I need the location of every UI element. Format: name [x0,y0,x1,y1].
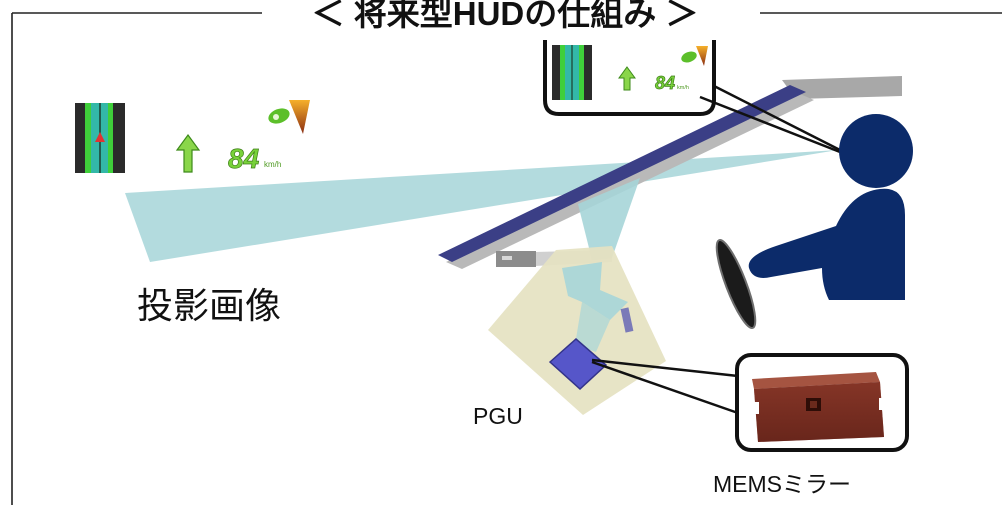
eco-leaf-icon [268,100,310,134]
frame [11,12,1002,505]
callout-up-arrow-icon [618,66,636,91]
callout-eco-leaf-icon [681,46,708,66]
mems-device-top-face [752,372,880,389]
roof-panel [782,76,902,99]
mems-pointer-line-upper [591,358,739,378]
mems-callout-border [735,353,909,452]
driver-body [748,188,905,300]
mems-device-left-notch [753,402,759,414]
driver-view-callout-border [543,40,716,116]
callout-road-image [552,45,592,100]
dashboard-opening [496,251,536,267]
mems-callout [735,353,909,452]
mems-device-right-notch [879,398,885,410]
callout-pointer-line-upper [713,84,841,152]
callout-speed-unit: km/h [677,85,689,91]
pgu-label: PGU [473,403,523,429]
mems-pointer-line-lower [591,360,739,415]
windshield [438,76,902,269]
steering-wheel [715,238,757,330]
scanning-mirror [548,338,608,391]
callout-pointer-line-lower [699,95,841,154]
projected-hud-image: 84 km/h [75,100,310,174]
up-arrow-icon [175,133,201,173]
driver-head [839,114,913,188]
windshield-glass [438,85,806,262]
vehicle-marker-icon [95,132,105,142]
diagram-title: ＜ 将来型HUDの仕組み ＞ [312,0,699,32]
speed-value: 84 [228,143,260,174]
fold-mirror [620,307,634,333]
speed-unit: km/h [264,160,281,169]
reflected-beam-upper [578,178,640,260]
beam-to-mems [575,302,610,352]
mems-mirror-device [752,372,885,442]
mems-mirror-label: MEMSミラー [713,471,851,497]
projection-beam [125,150,838,262]
hud-road-image [75,103,125,173]
callout-speed-value: 84 [655,73,675,93]
driver [748,114,913,300]
windshield-underside [446,94,814,269]
driver-view-callout: 84 km/h [543,40,716,116]
reflected-beam-internal [562,262,628,320]
projected-image-label: 投影画像 [137,285,281,326]
